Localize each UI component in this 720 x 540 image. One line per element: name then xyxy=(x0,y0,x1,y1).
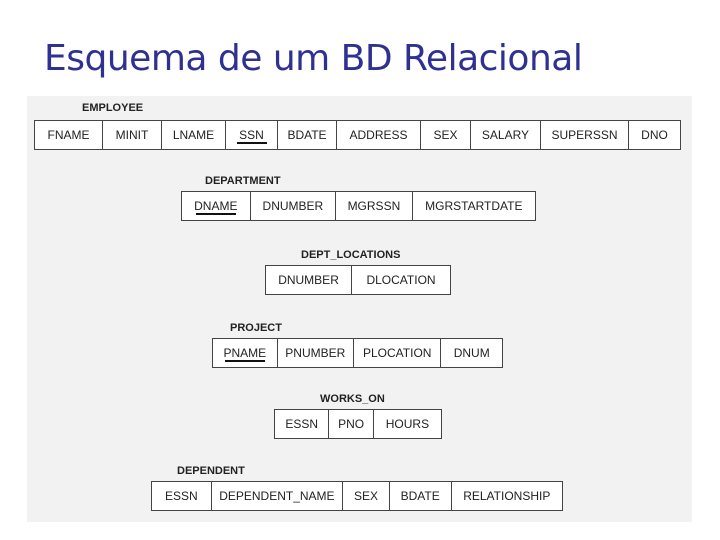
relation-table-dept-locations: DNUMBER DLOCATION xyxy=(265,265,451,295)
attribute-pno: PNO xyxy=(329,410,374,438)
attribute-pname-primary-key: PNAME xyxy=(213,339,278,367)
attribute-sex: SEX xyxy=(421,121,471,149)
attribute-lname: LNAME xyxy=(162,121,226,149)
relation-name-dependent: DEPENDENT xyxy=(177,465,245,477)
attribute-fname: FNAME xyxy=(35,121,103,149)
schema-diagram-panel xyxy=(27,96,692,522)
attribute-bdate: BDATE xyxy=(278,121,337,149)
attribute-bdate: BDATE xyxy=(390,482,452,510)
relation-name-works-on: WORKS_ON xyxy=(320,393,385,405)
attribute-mgrssn: MGRSSN xyxy=(336,192,413,220)
attribute-minit: MINIT xyxy=(103,121,162,149)
relation-table-employee: FNAME MINIT LNAME SSN BDATE ADDRESS SEX … xyxy=(34,120,681,150)
attribute-dnumber: DNUMBER xyxy=(266,266,353,294)
attribute-dno: DNO xyxy=(641,128,668,142)
attribute-plocation: PLOCATION xyxy=(354,339,442,367)
attribute-pnumber: PNUMBER xyxy=(278,339,355,367)
attribute-relationship: RELATIONSHIP xyxy=(463,489,551,503)
relation-table-dependent: ESSN DEPENDENT_NAME SEX BDATE RELATIONSH… xyxy=(151,481,563,511)
attribute-dnum: DNUM xyxy=(453,346,490,360)
attribute-address: ADDRESS xyxy=(337,121,421,149)
attribute-mgrstartdate: MGRSTARTDATE xyxy=(425,199,523,213)
attribute-salary: SALARY xyxy=(471,121,541,149)
attribute-dname-primary-key: DNAME xyxy=(182,192,251,220)
relation-table-department: DNAME DNUMBER MGRSSN MGRSTARTDATE xyxy=(181,191,536,221)
attribute-hours: HOURS xyxy=(385,417,430,431)
attribute-superssn: SUPERSSN xyxy=(541,121,629,149)
attribute-ssn-primary-key: SSN xyxy=(226,121,278,149)
relation-name-employee: EMPLOYEE xyxy=(82,102,144,114)
attribute-dnumber: DNUMBER xyxy=(251,192,337,220)
relation-name-department: DEPARTMENT xyxy=(205,175,281,187)
attribute-dlocation: DLOCATION xyxy=(366,273,436,287)
attribute-sex: SEX xyxy=(343,482,390,510)
attribute-dependent-name: DEPENDENT_NAME xyxy=(212,482,344,510)
attribute-essn: ESSN xyxy=(275,410,330,438)
slide-title: Esquema de um BD Relacional xyxy=(44,38,583,79)
relation-table-works-on: ESSN PNO HOURS xyxy=(274,409,442,439)
attribute-essn: ESSN xyxy=(152,482,212,510)
relation-name-project: PROJECT xyxy=(230,322,282,334)
relation-table-project: PNAME PNUMBER PLOCATION DNUM xyxy=(212,338,503,368)
relation-name-dept-locations: DEPT_LOCATIONS xyxy=(301,249,401,261)
